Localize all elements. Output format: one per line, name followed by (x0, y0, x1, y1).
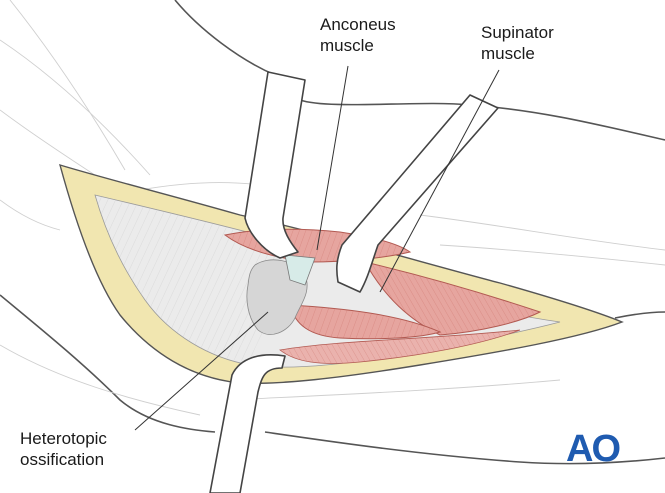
ao-logo: AO (566, 428, 621, 470)
skin-lines (0, 0, 665, 416)
retractor-lower (209, 354, 286, 493)
retractor-upper-right (336, 94, 499, 293)
heterotopic-label-line2: ossification (20, 450, 105, 469)
heterotopic-label-line1: Heterotopic (20, 429, 107, 448)
supinator-label: Supinator muscle (481, 22, 554, 64)
retractor-upper-left (244, 71, 306, 259)
supinator-label-line2: muscle (481, 44, 535, 63)
supinator-label-line1: Supinator (481, 23, 554, 42)
joint-fragment (284, 254, 316, 286)
supinator-fibers (365, 262, 540, 335)
arm-outline (0, 0, 665, 465)
leader-lines (134, 65, 500, 431)
anconeus-label-line1: Anconeus (320, 15, 396, 34)
heterotopic-label: Heterotopic ossification (20, 428, 107, 470)
anconeus-label: Anconeus muscle (320, 14, 396, 56)
anconeus-label-line2: muscle (320, 36, 374, 55)
lower-muscle-fibers (280, 330, 520, 364)
muscle-band-fibers (290, 305, 440, 339)
